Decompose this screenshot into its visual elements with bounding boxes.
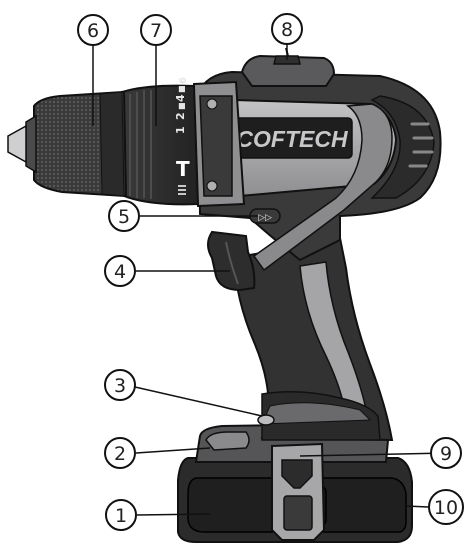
trigger-switch[interactable]	[207, 230, 256, 292]
svg-text:1: 1	[174, 126, 187, 134]
svg-text:7: 7	[150, 20, 162, 42]
svg-text:5: 5	[118, 206, 130, 228]
brand-logo: COFTECH	[231, 117, 353, 159]
drill-mode-icon	[178, 185, 186, 195]
belt-clip[interactable]	[271, 442, 326, 541]
callout-5: 5	[108, 200, 140, 232]
svg-text:■: ■	[177, 85, 186, 93]
svg-text:4: 4	[114, 261, 126, 283]
handle	[232, 236, 394, 442]
callout-1: 1	[105, 499, 137, 531]
svg-text:10: 10	[434, 497, 458, 519]
callout-7: 7	[140, 14, 172, 46]
svg-text:T: T	[176, 157, 190, 181]
work-light	[257, 414, 275, 426]
svg-text:6: 6	[178, 77, 189, 84]
callout-2: 2	[104, 437, 136, 469]
torque-scale: 1 2 ■ 4 ■ 6 T	[174, 77, 190, 195]
svg-text:8: 8	[281, 19, 293, 41]
svg-text:3: 3	[114, 375, 126, 397]
svg-text:COFTECH: COFTECH	[236, 126, 348, 152]
gear-selector[interactable]	[240, 47, 336, 87]
torque-adjustment-ring[interactable]: 1 2 ■ 4 ■ 6 T	[118, 77, 200, 206]
svg-text:2: 2	[174, 112, 187, 120]
chuck[interactable]	[7, 90, 128, 198]
callout-4: 4	[104, 255, 136, 287]
gearbox-collar	[191, 80, 246, 208]
svg-text:4: 4	[174, 94, 187, 102]
callout-9: 9	[430, 437, 462, 469]
svg-text:1: 1	[115, 505, 127, 527]
callout-10: 10	[428, 489, 464, 525]
vent-slots	[408, 122, 434, 168]
callout-8: 8	[271, 13, 303, 45]
svg-text:■: ■	[177, 102, 186, 110]
svg-text:2: 2	[114, 443, 126, 465]
callout-3: 3	[104, 369, 136, 401]
callout-6: 6	[77, 14, 109, 46]
svg-text:▷▷: ▷▷	[258, 213, 272, 223]
svg-text:6: 6	[87, 20, 99, 42]
torque-ring-ribs	[129, 90, 152, 199]
callout-leaders	[92, 44, 449, 516]
svg-text:9: 9	[440, 443, 452, 465]
